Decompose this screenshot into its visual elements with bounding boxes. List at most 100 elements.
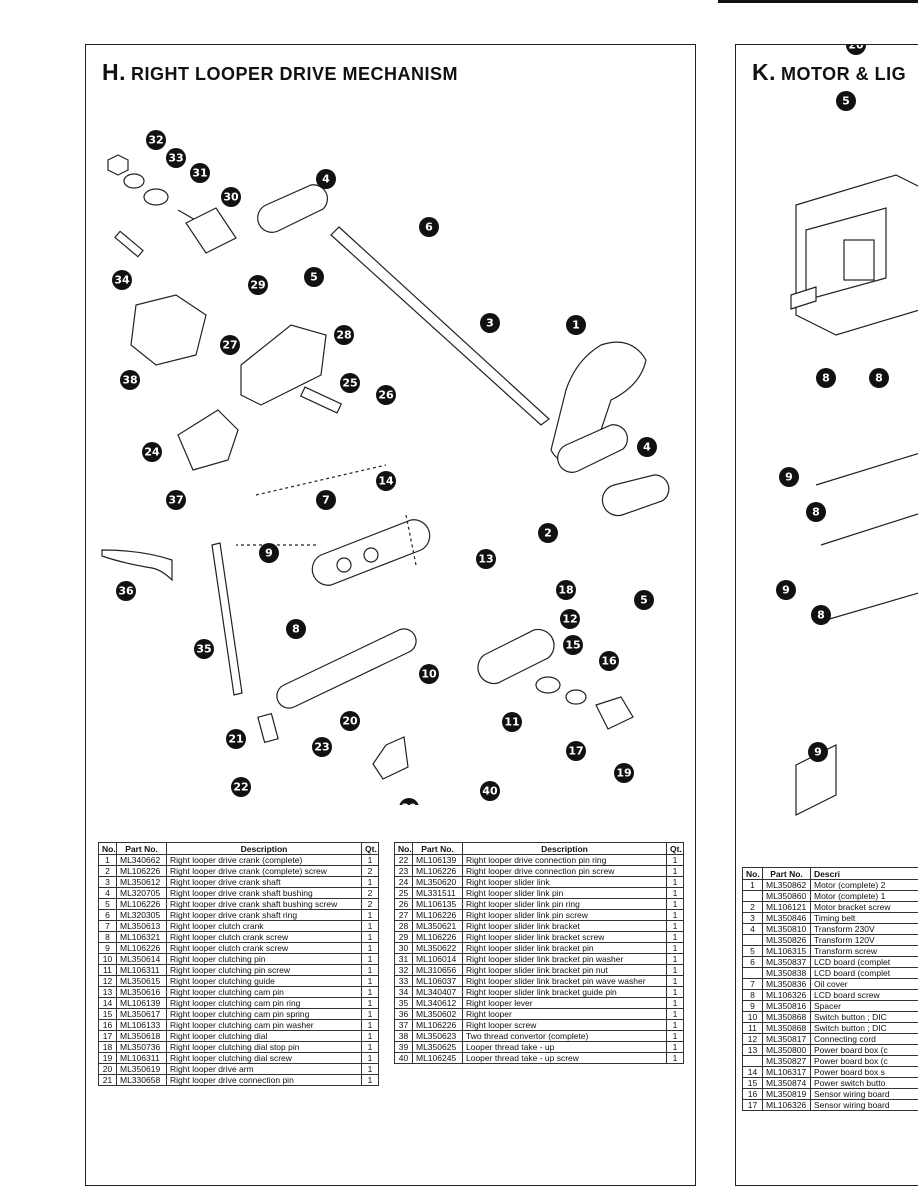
callout-circle	[816, 368, 836, 388]
callout-circle	[166, 490, 186, 510]
cell-desc: Right looper clutching cam pin	[166, 986, 362, 998]
callout-number: 11	[504, 716, 519, 729]
callout-19: 19	[614, 763, 634, 783]
callout-number: 8	[812, 506, 820, 519]
callout-circle	[286, 619, 306, 639]
panel-h-title-text: RIGHT LOOPER DRIVE MECHANISM	[130, 64, 458, 84]
cell-no: 37	[394, 1019, 413, 1031]
cell-no: 32	[394, 964, 413, 976]
callout-20: 20	[846, 45, 866, 55]
cell-no: 24	[394, 876, 413, 888]
callout-circle	[836, 91, 856, 111]
cell-qt: 1	[361, 942, 379, 954]
cell-part: ML330658	[116, 1074, 167, 1086]
cell-desc: Right looper drive crank (complete) scre…	[166, 865, 362, 877]
callout-circle	[248, 275, 268, 295]
cell-part: ML310656	[412, 964, 463, 976]
cell-part: ML350620	[412, 876, 463, 888]
callout-number: 29	[250, 279, 265, 292]
col-no: No.	[742, 867, 763, 880]
callout-number: 25	[342, 377, 357, 390]
callout-10: 10	[419, 664, 439, 684]
nut-shape	[107, 154, 129, 176]
cell-part: ML350874	[762, 1077, 811, 1089]
cell-qt: 1	[666, 1008, 684, 1020]
cell-desc: Right looper drive crank shaft ring	[166, 909, 362, 921]
cell-no: 5	[98, 898, 117, 910]
cell-desc: Oil cover	[810, 978, 918, 990]
crank-shaft-shape	[330, 226, 550, 426]
col-qty: Qt.	[361, 842, 379, 855]
cell-desc: Motor (complete) 2	[810, 879, 918, 891]
thread-take-up-shape	[372, 736, 409, 780]
callout-number: 13	[478, 553, 493, 566]
callout-21: 21	[226, 729, 246, 749]
callout-9: 9	[776, 580, 796, 600]
callout-8: 8	[816, 368, 836, 388]
cell-part: ML320705	[116, 887, 167, 899]
callout-circle	[166, 148, 186, 168]
cell-part: ML350616	[116, 986, 167, 998]
cell-part: ML106315	[762, 945, 811, 957]
cell-qt: 1	[666, 920, 684, 932]
cell-qt: 1	[361, 876, 379, 888]
cell-qt: 1	[361, 997, 379, 1009]
callout-circle	[226, 729, 246, 749]
callout-circle	[563, 635, 583, 655]
board-edge	[815, 452, 918, 621]
cell-desc: Motor (complete) 1	[810, 890, 918, 902]
callout-9: 9	[808, 742, 828, 762]
cell-desc: Right looper drive connection pin screw	[462, 865, 667, 877]
callout-number: 7	[322, 494, 330, 507]
link-pin-shape	[299, 386, 343, 414]
cell-no: 26	[394, 898, 413, 910]
cell-desc: Right looper drive connection pin	[166, 1074, 362, 1086]
cell-no	[742, 934, 763, 946]
cell-qt: 1	[666, 865, 684, 877]
cell-no: 33	[394, 975, 413, 987]
callout-number: 14	[378, 475, 394, 488]
cell-qt: 1	[361, 1074, 379, 1086]
cell-desc: Two thread convertor (complete)	[462, 1030, 667, 1042]
callout-5: 5	[836, 91, 856, 111]
cell-part: ML350617	[116, 1008, 167, 1020]
cell-no: 1	[98, 854, 117, 866]
callout-circle	[334, 325, 354, 345]
callout-circle	[614, 763, 634, 783]
cell-desc: Right looper slider link bracket pin nut	[462, 964, 667, 976]
looper-shape	[101, 549, 173, 582]
clutching-dial-shape	[595, 696, 634, 730]
cell-desc: Right looper drive arm	[166, 1063, 362, 1075]
cell-no: 34	[394, 986, 413, 998]
cell-no: 19	[98, 1052, 117, 1064]
callout-circle	[116, 581, 136, 601]
col-description: Description	[166, 842, 362, 855]
callout-26: 26	[376, 385, 396, 405]
callout-number: 27	[222, 339, 237, 352]
callout-16: 16	[599, 651, 619, 671]
cell-no: 13	[98, 986, 117, 998]
cell-part: ML350868	[762, 1022, 811, 1034]
callout-36: 36	[116, 581, 136, 601]
cell-part: ML350826	[762, 934, 811, 946]
cell-no	[742, 890, 763, 902]
